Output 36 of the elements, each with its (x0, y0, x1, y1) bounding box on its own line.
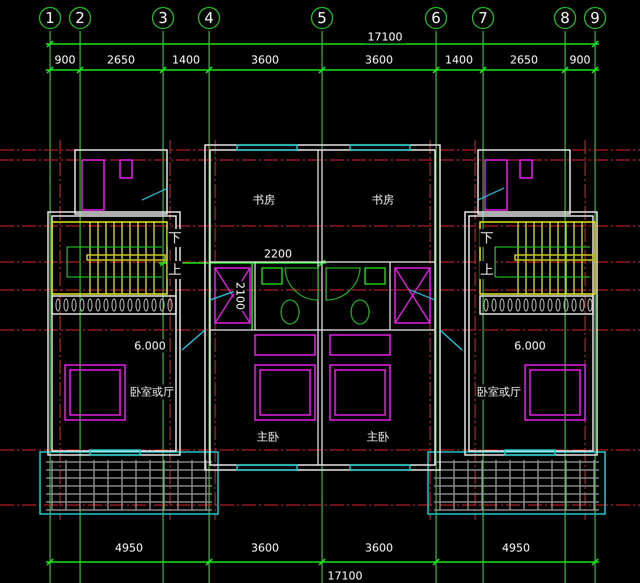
room-name: 书房 (252, 192, 276, 208)
dimension-text: 2650 (509, 54, 539, 66)
axis-bubble: 4 (198, 7, 220, 29)
axis-bubble: 8 (554, 7, 576, 29)
dimension-text: 2650 (106, 54, 136, 66)
dimension-text: 3600 (250, 54, 280, 66)
stair-direction-text: 上 (480, 261, 494, 279)
dimension-text: 900 (54, 54, 76, 66)
dimension-text: 2100 (234, 281, 246, 311)
dimension-text: 2200 (263, 248, 293, 260)
axis-bubble: 3 (152, 7, 174, 29)
stair-direction-text: 下 (480, 229, 494, 247)
axis-bubble: 7 (472, 7, 494, 29)
axis-bubble: 5 (311, 7, 333, 29)
dimension-text: 3600 (364, 54, 394, 66)
room-name: 卧室或厅 (129, 384, 175, 400)
axis-bubble: 9 (584, 7, 606, 29)
level-mark: 6.000 (513, 340, 547, 352)
dimension-text: 900 (568, 54, 592, 66)
stair-direction-text: 上 (168, 261, 182, 279)
room-name: 书房 (371, 192, 395, 208)
dimension-text: 4950 (501, 542, 531, 554)
dimension-text: 1400 (444, 54, 474, 66)
dimension-text: 17100 (364, 30, 406, 44)
axis-bubble: 1 (39, 7, 61, 29)
room-name: 卧室或厅 (476, 384, 522, 400)
axis-bubble: 6 (425, 7, 447, 29)
room-name: 主卧 (366, 430, 390, 444)
dimension-text: 1400 (171, 54, 201, 66)
dimension-text: 3600 (250, 542, 280, 554)
room-name: 主卧 (256, 430, 280, 444)
axis-bubble: 2 (69, 7, 91, 29)
level-mark: 6.000 (133, 340, 167, 352)
dimension-text: 3600 (364, 542, 394, 554)
dimension-text: 4950 (114, 542, 144, 554)
stair-direction-text: 下 (168, 229, 182, 247)
